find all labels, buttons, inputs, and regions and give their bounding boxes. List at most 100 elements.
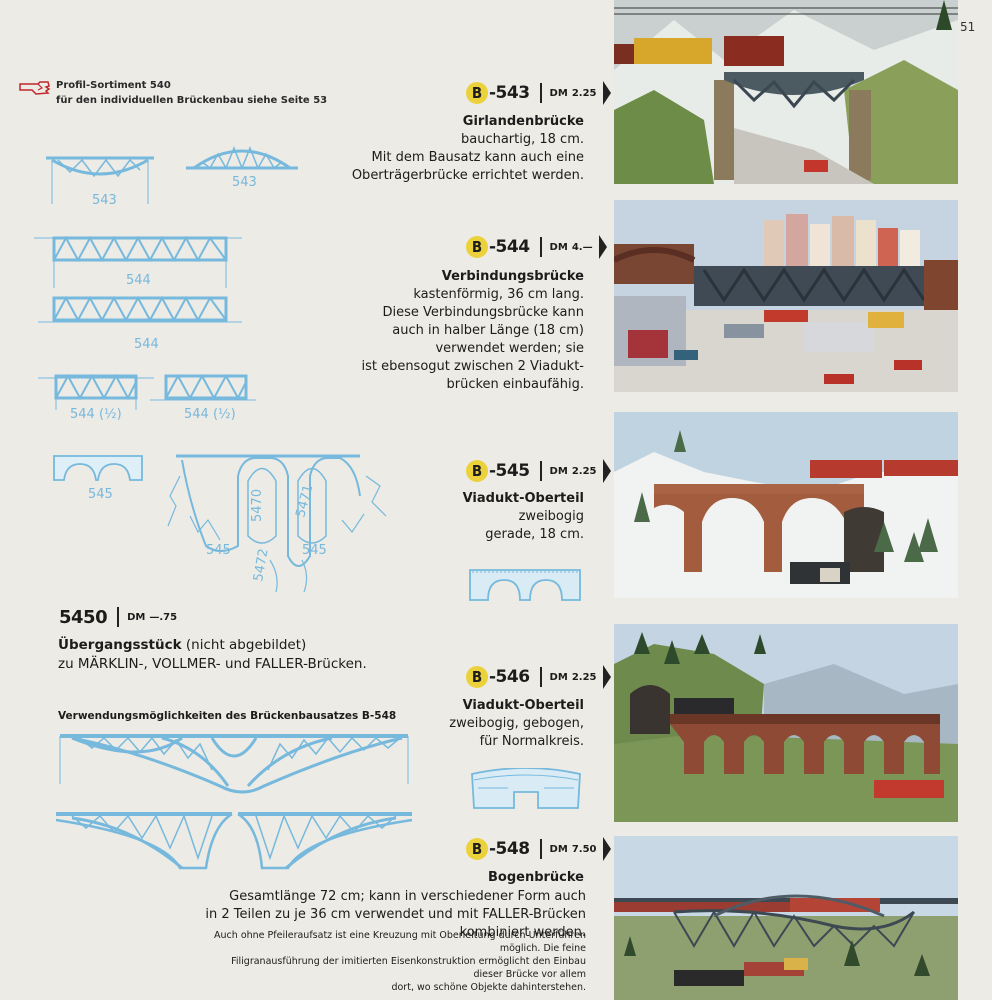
product-description-b544: Verbindungsbrücke kastenförmig, 36 cm la… [284, 268, 584, 394]
product-description-b543: Girlandenbrücke bauchartig, 18 cm. Mit d… [284, 113, 584, 185]
drawing-label: 543 [92, 193, 117, 208]
description-line: in 2 Teilen zu je 36 cm verwendet und mi… [205, 907, 586, 940]
description-small-line: Auch ohne Pfeileraufsatz ist eine Kreuzu… [214, 930, 586, 954]
product-code: -544 [489, 237, 530, 257]
usage-title: Verwendungsmöglichkeiten des Brückenbaus… [58, 710, 397, 722]
drawing-label: 5472 [251, 547, 272, 582]
product-title-b548: Bogenbrücke [487, 870, 584, 885]
price-value: 2.25 [571, 671, 597, 683]
item-5450-header: 5450 DM —.75 [58, 602, 177, 632]
drawing-label: 544 [134, 337, 159, 352]
price-currency: DM [127, 611, 146, 623]
separator [539, 839, 542, 859]
photo-viadukt-gerade [614, 412, 958, 598]
product-letter-badge: B [466, 838, 488, 860]
description-line: zweibogig, gebogen, [449, 716, 584, 731]
description-line: Diese Verbindungsbrücke kann [382, 305, 584, 320]
pointing-hand-icon [19, 81, 51, 95]
product-title: Viadukt-Oberteil [462, 698, 584, 713]
arrow-right-icon [602, 81, 611, 105]
drawing-label: 545 [302, 543, 327, 558]
price-value: 2.25 [571, 87, 597, 99]
product-description-b545: Viadukt-Oberteil zweibogig gerade, 18 cm… [284, 490, 584, 544]
drawing-viaduct-assembly: 5470 5471 545 5472 545 [167, 454, 387, 593]
description-line: zweibogig [518, 509, 584, 524]
drawing-545-small: 545 [53, 455, 143, 502]
drawing-label: 544 (½) [184, 407, 236, 422]
product-code: -546 [489, 667, 530, 687]
product-letter-badge: B [466, 460, 488, 482]
drawing-label: 543 [232, 175, 257, 190]
product-description-b548: Gesamtlänge 72 cm; kann in verschiedener… [200, 888, 586, 942]
product-letter-badge: B [466, 666, 488, 688]
product-title: Girlandenbrücke [462, 114, 584, 129]
arrow-right-icon [598, 235, 607, 259]
photo-viadukt-gebogen [614, 624, 958, 822]
price-currency: DM [549, 87, 568, 99]
drawing-label: 545 [88, 487, 113, 502]
drawing-544-full: 544 [34, 235, 242, 288]
product-title: Viadukt-Oberteil [462, 491, 584, 506]
drawing-label: 5470 [250, 489, 265, 522]
arrow-right-icon [602, 837, 611, 861]
drawing-544-half-right: 544 (½) [150, 373, 256, 422]
drawing-label: 544 [126, 273, 151, 288]
product-header-b548: B -548 DM 7.50 [466, 834, 611, 864]
drawing-label: 5471 [293, 483, 316, 519]
drawing-543-over: 543 [186, 145, 298, 190]
description-line: verwendet werden; sie [435, 341, 584, 356]
profile-note: Profil-Sortiment 540 für den individuell… [56, 78, 327, 108]
photo-verbindungsbruecke [614, 200, 958, 392]
viaduct-straight-drawing [469, 569, 581, 601]
description-small-line: dort, wo schöne Objekte dahinterstehen. [391, 982, 586, 993]
page-number: 51 [960, 20, 976, 34]
separator [117, 607, 120, 627]
arrow-right-icon [602, 665, 611, 689]
price-value: —.75 [149, 611, 178, 623]
item-5450-title-suffix: (nicht abgebildet) [181, 637, 307, 653]
description-line: gerade, 18 cm. [485, 527, 584, 542]
product-title: Verbindungsbrücke [441, 269, 584, 284]
product-header-b545: B -545 DM 2.25 [466, 456, 611, 486]
description-line: kastenförmig, 36 cm lang. [413, 287, 584, 302]
viaduct-curved-drawing [471, 768, 581, 809]
product-letter-badge: B [466, 82, 488, 104]
product-letter-badge: B [466, 236, 488, 258]
bridge-drawings: 543 543 544 544 544 (½) 544 (½) 545 [34, 145, 387, 593]
price-currency: DM [549, 465, 568, 477]
product-code: -543 [489, 83, 530, 103]
description-small-line: Filigranausführung der imitierten Eisenk… [231, 956, 586, 980]
item-5450-description: Übergangsstück (nicht abgebildet) zu MÄR… [58, 636, 367, 674]
description-line: ist ebensogut zwischen 2 Viadukt- [361, 359, 584, 374]
price-value: 7.50 [571, 843, 597, 855]
product-code: -545 [489, 461, 530, 481]
product-header-b546: B -546 DM 2.25 [466, 662, 611, 692]
product-header-b544: B -544 DM 4.— [466, 232, 607, 262]
profile-note-line1: Profil-Sortiment 540 [56, 80, 171, 91]
product-small-description-b548: Auch ohne Pfeileraufsatz ist eine Kreuzu… [200, 929, 586, 994]
arrow-right-icon [602, 459, 611, 483]
price-currency: DM [549, 843, 568, 855]
product-code: 5450 [59, 606, 108, 628]
price-value: 2.25 [571, 465, 597, 477]
description-line: für Normalkreis. [479, 734, 584, 749]
description-line: Oberträgerbrücke errichtet werden. [351, 168, 584, 183]
description-line: brücken einbaufähig. [446, 377, 584, 392]
price-currency: DM [549, 241, 568, 253]
b548-usage-drawings [55, 734, 413, 870]
drawing-544-half-left: 544 (½) [38, 373, 154, 422]
photo-bogenbruecke [614, 836, 958, 1000]
product-header-b543: B -543 DM 2.25 [466, 78, 611, 108]
item-5450-title: Übergangsstück [58, 637, 182, 653]
drawing-544-full-second: 544 [38, 295, 242, 352]
description-line: auch in halber Länge (18 cm) [392, 323, 584, 338]
product-code: -548 [489, 839, 530, 859]
drawing-543-under: 543 [46, 156, 154, 208]
description-line: Mit dem Bausatz kann auch eine [371, 150, 584, 165]
description-line: Gesamtlänge 72 cm; kann in verschiedener… [229, 889, 586, 904]
drawing-label: 544 (½) [70, 407, 122, 422]
profile-note-line2: für den individuellen Brückenbau siehe S… [56, 95, 328, 106]
separator [539, 461, 542, 481]
separator [539, 83, 542, 103]
separator [539, 667, 542, 687]
